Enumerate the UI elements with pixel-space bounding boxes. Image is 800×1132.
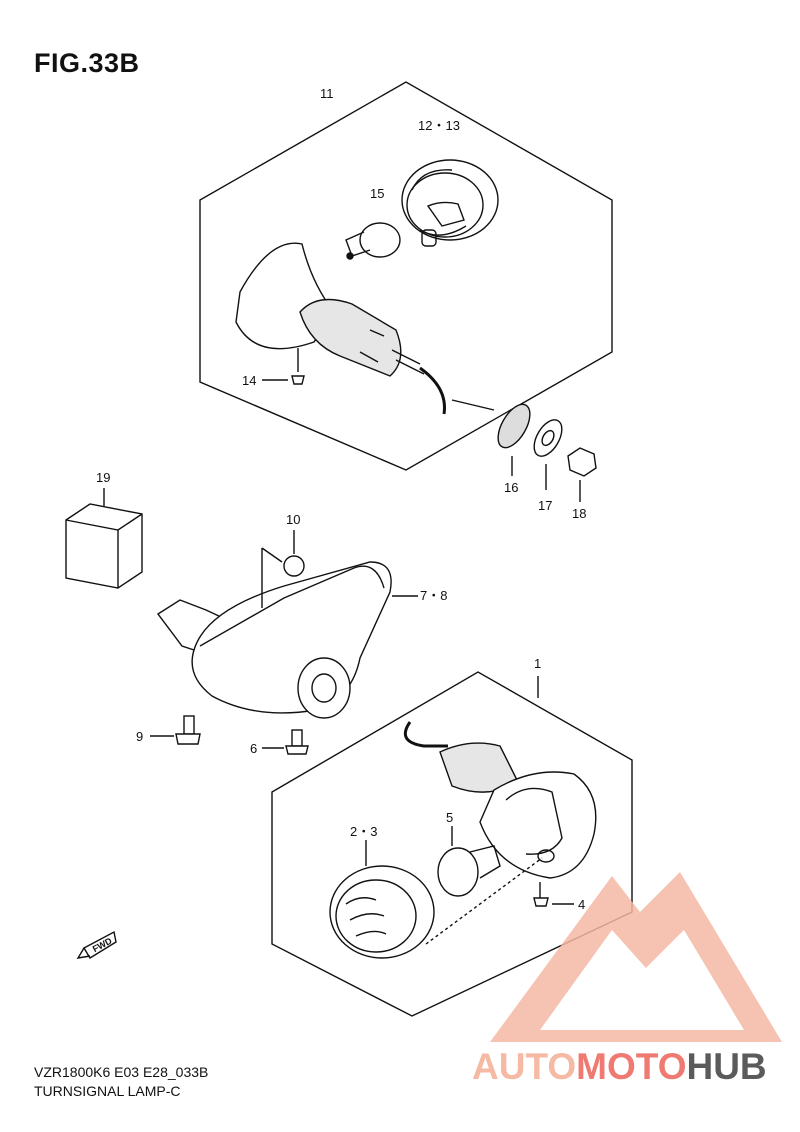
callout-15: 15 — [370, 186, 384, 201]
callout-2-3: 2・3 — [350, 824, 377, 839]
watermark-auto: AUTO — [472, 1046, 577, 1087]
lens-part-2-3 — [329, 840, 543, 959]
screw-part-14 — [262, 348, 305, 385]
callout-7-8: 7・8 — [420, 588, 447, 603]
callout-9: 9 — [136, 729, 143, 744]
bulb-socket-part — [401, 159, 499, 247]
assembly-outline-11 — [199, 81, 613, 471]
bulb-part-15 — [345, 222, 401, 260]
watermark-logo-icon — [490, 872, 782, 1042]
lamp-housing-upper — [235, 242, 446, 415]
callout-17: 17 — [538, 498, 552, 513]
callout-14: 14 — [242, 373, 256, 388]
fastener-set-16-18 — [451, 399, 597, 502]
callout-12-13: 12・13 — [418, 118, 460, 133]
lamp-bracket-7-8 — [156, 561, 418, 719]
callout-19: 19 — [96, 470, 110, 485]
screw-part-10 — [261, 530, 305, 608]
callout-5: 5 — [446, 810, 453, 825]
bulb-part-5 — [437, 826, 501, 897]
assembly-name: TURNSIGNAL LAMP-C — [34, 1083, 181, 1099]
callout-18: 18 — [572, 506, 586, 521]
callout-16: 16 — [504, 480, 518, 495]
lamp-housing-lower — [403, 721, 597, 879]
relay-part-19 — [65, 488, 143, 589]
screw-part-4 — [533, 882, 574, 907]
callout-1: 1 — [534, 656, 541, 671]
forward-arrow-icon — [76, 930, 117, 959]
model-code: VZR1800K6 E03 E28_033B — [34, 1064, 209, 1080]
callout-6: 6 — [250, 741, 257, 756]
watermark-moto: MOTO — [576, 1046, 687, 1087]
callout-4: 4 — [578, 897, 585, 912]
bolt-part-9 — [150, 715, 201, 745]
bolt-part-6 — [262, 729, 309, 755]
figure-title: FIG.33B — [34, 48, 140, 78]
callout-11: 11 — [320, 86, 334, 101]
callout-10: 10 — [286, 512, 300, 527]
watermark-text: AUTOMOTOHUB — [472, 1046, 767, 1088]
watermark-hub: HUB — [686, 1046, 767, 1087]
